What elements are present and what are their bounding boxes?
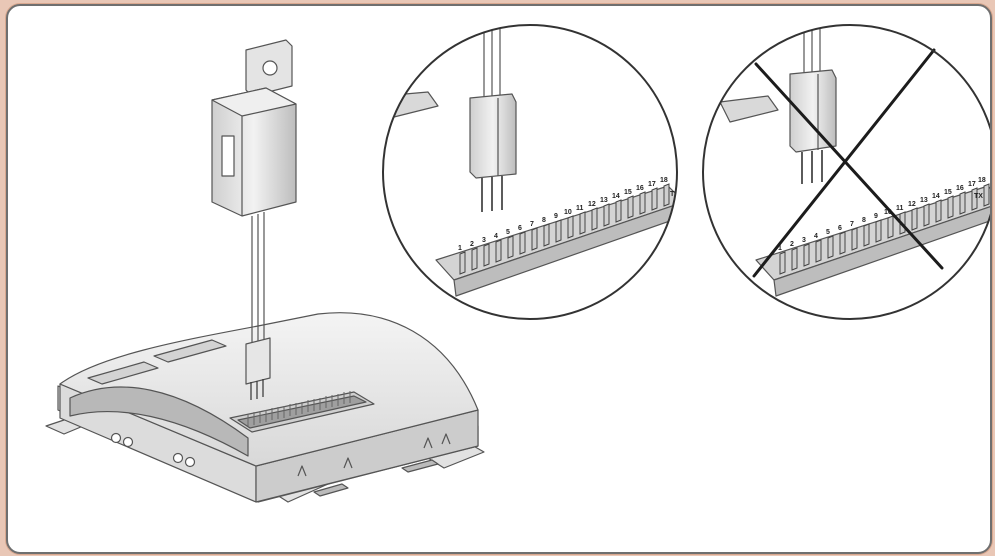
pin-number: 7 <box>530 221 534 228</box>
pin-number: 13 <box>920 197 928 204</box>
pin-number: 1 <box>458 245 462 252</box>
magnifier-circle-icon <box>702 24 990 320</box>
pin-number: 17 <box>968 181 976 188</box>
pin-number: 12 <box>908 201 916 208</box>
pin-number: 11 <box>576 205 584 212</box>
probe-icon <box>211 39 297 400</box>
pin-number: 13 <box>600 197 608 204</box>
correct-connector-pins <box>459 183 670 275</box>
incorrect-detail-panel: 1 2 3 4 5 6 7 8 9 10 11 12 13 14 15 16 1… <box>702 24 990 320</box>
pin-number: 11 <box>896 205 904 212</box>
connector-end-label: TX <box>670 191 679 198</box>
main-connector-pins <box>247 391 351 426</box>
pin-number: 16 <box>956 185 964 192</box>
pin-number: 3 <box>802 237 806 244</box>
pin-number: 14 <box>932 193 940 200</box>
pin-number: 4 <box>814 233 818 240</box>
pin-number: 15 <box>944 189 952 196</box>
pin-number: 6 <box>518 225 522 232</box>
pin-number: 9 <box>554 213 558 220</box>
pin-number: 6 <box>838 225 842 232</box>
pin-number: 4 <box>494 233 498 240</box>
pin-number: 3 <box>482 237 486 244</box>
magnifier-circle-icon <box>382 24 678 320</box>
cross-mark-icon <box>752 48 944 278</box>
controller-icon <box>45 312 485 503</box>
pin-number: 2 <box>790 241 794 248</box>
pin-number: 7 <box>850 221 854 228</box>
pin-number: 9 <box>874 213 878 220</box>
pin-number: 16 <box>636 185 644 192</box>
pin-number: 17 <box>648 181 656 188</box>
pin-number: 1 <box>778 245 782 252</box>
pin-number: 18 <box>978 177 986 184</box>
pin-number: 8 <box>862 217 866 224</box>
incorrect-connector-pins <box>779 183 990 275</box>
pin-number: 10 <box>884 209 892 216</box>
correct-detail-panel: 1 2 3 4 5 6 7 8 9 10 11 12 13 14 15 16 1… <box>382 24 679 320</box>
illustration: 1 2 3 4 5 6 7 8 9 10 11 12 13 14 15 16 1… <box>45 24 990 503</box>
pin-number: 8 <box>542 217 546 224</box>
pin-number: 10 <box>564 209 572 216</box>
pin-number: 15 <box>624 189 632 196</box>
pin-number: 14 <box>612 193 620 200</box>
pin-number: 5 <box>506 229 510 236</box>
pin-number: 12 <box>588 201 596 208</box>
pin-number: 18 <box>660 177 668 184</box>
pin-number: 5 <box>826 229 830 236</box>
figure-frame: 1 2 3 4 5 6 7 8 9 10 11 12 13 14 15 16 1… <box>6 4 992 554</box>
pin-number: 2 <box>470 241 474 248</box>
connector-end-label: TX <box>974 193 983 200</box>
